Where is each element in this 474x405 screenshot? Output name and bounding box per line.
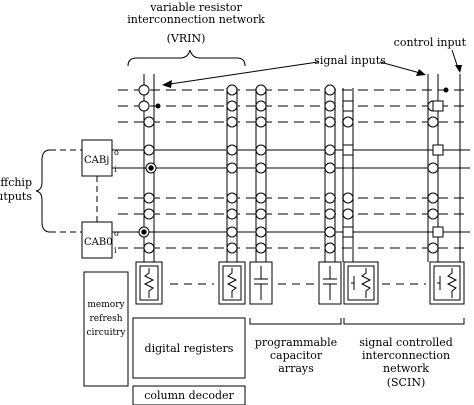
- cab-j-label: CABj: [84, 155, 109, 166]
- offchip-label-line2: outputs: [0, 190, 32, 203]
- switch-circles: [138, 84, 439, 254]
- vrin-label-line1: variable resistor: [149, 1, 242, 14]
- vrin-brace: [127, 49, 246, 67]
- control-input-arrow: [451, 49, 462, 73]
- scin-square-switches: [342, 100, 444, 238]
- cab-0-block: CAB0 o i: [81, 221, 119, 259]
- scin-bracket: [343, 318, 465, 325]
- column-decoder-block: column decoder: [132, 385, 246, 405]
- memory-label-line2: refresh: [89, 314, 122, 324]
- pca-label-line1: programmable: [255, 336, 337, 349]
- vrin-resistor-cell-1: [135, 261, 163, 305]
- vrin-abbr-label: (VRIN): [167, 32, 206, 45]
- scin-label-line3: network: [383, 362, 429, 375]
- cab-0-label: CAB0: [84, 237, 113, 248]
- scin-cell-1: [343, 261, 379, 305]
- scin-abbr-label: (SCIN): [387, 376, 426, 389]
- input-connection-dots: [154, 87, 449, 109]
- offchip-brace: [35, 149, 51, 233]
- column-decoder-label: column decoder: [144, 389, 234, 402]
- cab-0-port-o: o: [114, 229, 119, 238]
- control-input-label: control input: [394, 36, 467, 49]
- digital-registers-block: digital registers: [132, 317, 246, 379]
- offchip-label-line1: offchip: [0, 176, 32, 189]
- cab-j-port-o: o: [114, 148, 119, 157]
- cab-connection-points: [138, 162, 157, 238]
- capacitor-cell-1: [249, 261, 273, 305]
- memory-label-line3: circuitry: [87, 328, 127, 338]
- cab-j-port-i: i: [114, 165, 117, 174]
- memory-refresh-block: memory refresh circuitry: [83, 271, 129, 387]
- scin-cell-2: [429, 261, 465, 305]
- pca-label-line3: arrays: [278, 362, 314, 375]
- scin-label-line1: signal controlled: [359, 336, 453, 349]
- scin-label-line2: interconnection: [362, 349, 450, 362]
- vrin-resistor-cell-2: [218, 261, 246, 305]
- pca-label-line2: capacitor: [270, 349, 323, 362]
- signal-inputs-arrows: [162, 61, 426, 88]
- cab-0-port-i: i: [114, 246, 117, 255]
- signal-inputs-label: signal inputs: [314, 54, 386, 67]
- row-lines: [112, 89, 470, 249]
- memory-label-line1: memory: [87, 300, 125, 310]
- capacitor-cell-2: [318, 261, 342, 305]
- digital-registers-label: digital registers: [145, 342, 234, 355]
- cab-j-block: CABj o i: [81, 139, 119, 177]
- vrin-label-line2: interconnection network: [127, 13, 265, 26]
- capacitor-arrays-bracket: [249, 318, 342, 325]
